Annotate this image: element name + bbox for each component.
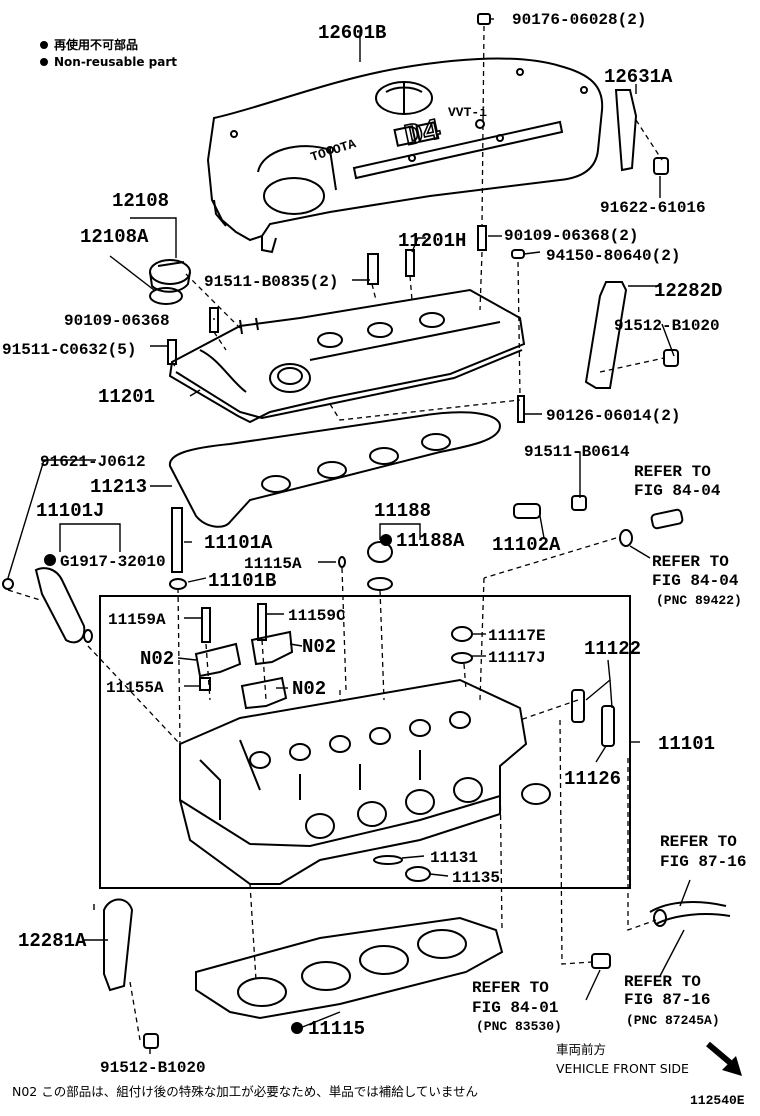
part-11131: 11131 <box>430 849 478 867</box>
part-11188: 11188 <box>374 500 431 522</box>
refer-3-line1: REFER TO <box>660 833 737 851</box>
part-12282D: 12282D <box>654 280 722 302</box>
cover-model: D4 <box>402 114 444 155</box>
part-11126: 11126 <box>564 768 621 790</box>
part-11201: 11201 <box>98 386 155 408</box>
nonreusable-bullet-G1917 <box>44 554 56 566</box>
part-90126-06014: 90126-06014(2) <box>546 407 680 425</box>
part-11188A: 11188A <box>396 530 465 552</box>
refer-4-line1: REFER TO <box>472 979 549 997</box>
refer-4-pnc: (PNC 83530) <box>476 1019 562 1034</box>
part-11101: 11101 <box>658 733 715 755</box>
cover-brand: TOYOTA <box>309 136 358 165</box>
part-11117E: 11117E <box>488 627 546 645</box>
nonreusable-bullet-11188A <box>380 534 392 546</box>
refer-2-pnc: (PNC 89422) <box>656 593 742 608</box>
refer-3-line2: FIG 87-16 <box>660 853 746 871</box>
refer-labels: REFER TO FIG 84-04 REFER TO FIG 84-04 (P… <box>472 463 746 1034</box>
part-11122: 11122 <box>584 638 641 660</box>
part-11115A: 11115A <box>244 555 302 573</box>
part-12631A: 12631A <box>604 66 673 88</box>
cylinder-head-gasket <box>195 916 504 1020</box>
cylinder-head <box>179 678 551 885</box>
part-90109-06368: 90109-06368 <box>64 312 170 330</box>
cover-sub: VVT-i <box>448 105 487 120</box>
part-91512-B1020-lower: 91512-B1020 <box>100 1059 206 1077</box>
part-N02-right: N02 <box>302 636 336 658</box>
part-N02-lower: N02 <box>292 678 326 700</box>
dashed-lines <box>7 25 665 1041</box>
part-11159C: 11159C <box>288 607 346 625</box>
part-12108A: 12108A <box>80 226 149 248</box>
part-11155A: 11155A <box>106 679 164 697</box>
part-11117J: 11117J <box>488 649 546 667</box>
refer-4-line2: FIG 84-01 <box>472 999 558 1017</box>
front-side-jp: 車両前方 <box>556 1042 606 1057</box>
part-91621-J0612: 91621-J0612 <box>40 453 146 471</box>
legend-en: Non-reusable part <box>54 55 177 69</box>
part-11101B: 11101B <box>208 570 276 592</box>
engine-cover <box>206 57 604 254</box>
legend-bullet-en <box>40 58 48 66</box>
part-91511-B0614: 91511-B0614 <box>524 443 630 461</box>
part-N02-left: N02 <box>140 648 174 670</box>
brackets <box>103 89 638 992</box>
part-11101A: 11101A <box>204 532 273 554</box>
refer-1-line1: REFER TO <box>634 463 711 481</box>
refer-5-line1: REFER TO <box>624 973 701 991</box>
part-11135: 11135 <box>452 869 500 887</box>
part-11201H: 11201H <box>398 230 466 252</box>
head-cover-gasket <box>168 411 502 528</box>
part-91512-B1020-upper: 91512-B1020 <box>614 317 720 335</box>
part-11102A: 11102A <box>492 534 561 556</box>
part-91511-B0835: 91511-B0835(2) <box>204 273 338 291</box>
refer-5-pnc: (PNC 87245A) <box>626 1013 720 1028</box>
refer-2-line1: REFER TO <box>652 553 729 571</box>
nonreusable-bullet-11115 <box>291 1022 303 1034</box>
part-G1917-32010: G1917-32010 <box>60 553 166 571</box>
refer-5-line2: FIG 87-16 <box>624 991 710 1009</box>
part-91622-61016: 91622-61016 <box>600 199 706 217</box>
legend-bullet-jp <box>40 41 48 49</box>
part-12108: 12108 <box>112 190 169 212</box>
refer-1-line2: FIG 84-04 <box>634 482 721 500</box>
part-94150-80640: 94150-80640(2) <box>546 247 680 265</box>
front-side-en: VEHICLE FRONT SIDE <box>556 1061 689 1076</box>
cylinder-head-cover <box>168 288 526 424</box>
part-11213: 11213 <box>90 476 147 498</box>
part-11115: 11115 <box>308 1018 365 1040</box>
part-90109-06368-2: 90109-06368(2) <box>504 227 638 245</box>
hardware <box>2 13 731 1049</box>
leader-lines <box>7 18 691 1054</box>
part-labels: 12601B 90176-06028(2) 12631A 91622-61016… <box>2 11 722 1077</box>
part-12281A: 12281A <box>18 930 87 952</box>
part-11101J: 11101J <box>36 500 104 522</box>
footer-note: N02 この部品は、組付け後の特殊な加工が必要なため、単品では補給していません <box>12 1084 478 1099</box>
bearing-caps <box>194 630 294 710</box>
front-arrow-icon <box>706 1041 742 1076</box>
refer-2-line2: FIG 84-04 <box>652 572 739 590</box>
oil-filler-cap <box>149 259 191 305</box>
part-12601B: 12601B <box>318 22 386 44</box>
part-90176-06028: 90176-06028(2) <box>512 11 646 29</box>
part-91511-C0632: 91511-C0632(5) <box>2 341 136 359</box>
figure-id: 112540E <box>690 1093 745 1108</box>
part-11159A: 11159A <box>108 611 166 629</box>
legend-jp: 再使用不可部品 <box>54 37 138 52</box>
